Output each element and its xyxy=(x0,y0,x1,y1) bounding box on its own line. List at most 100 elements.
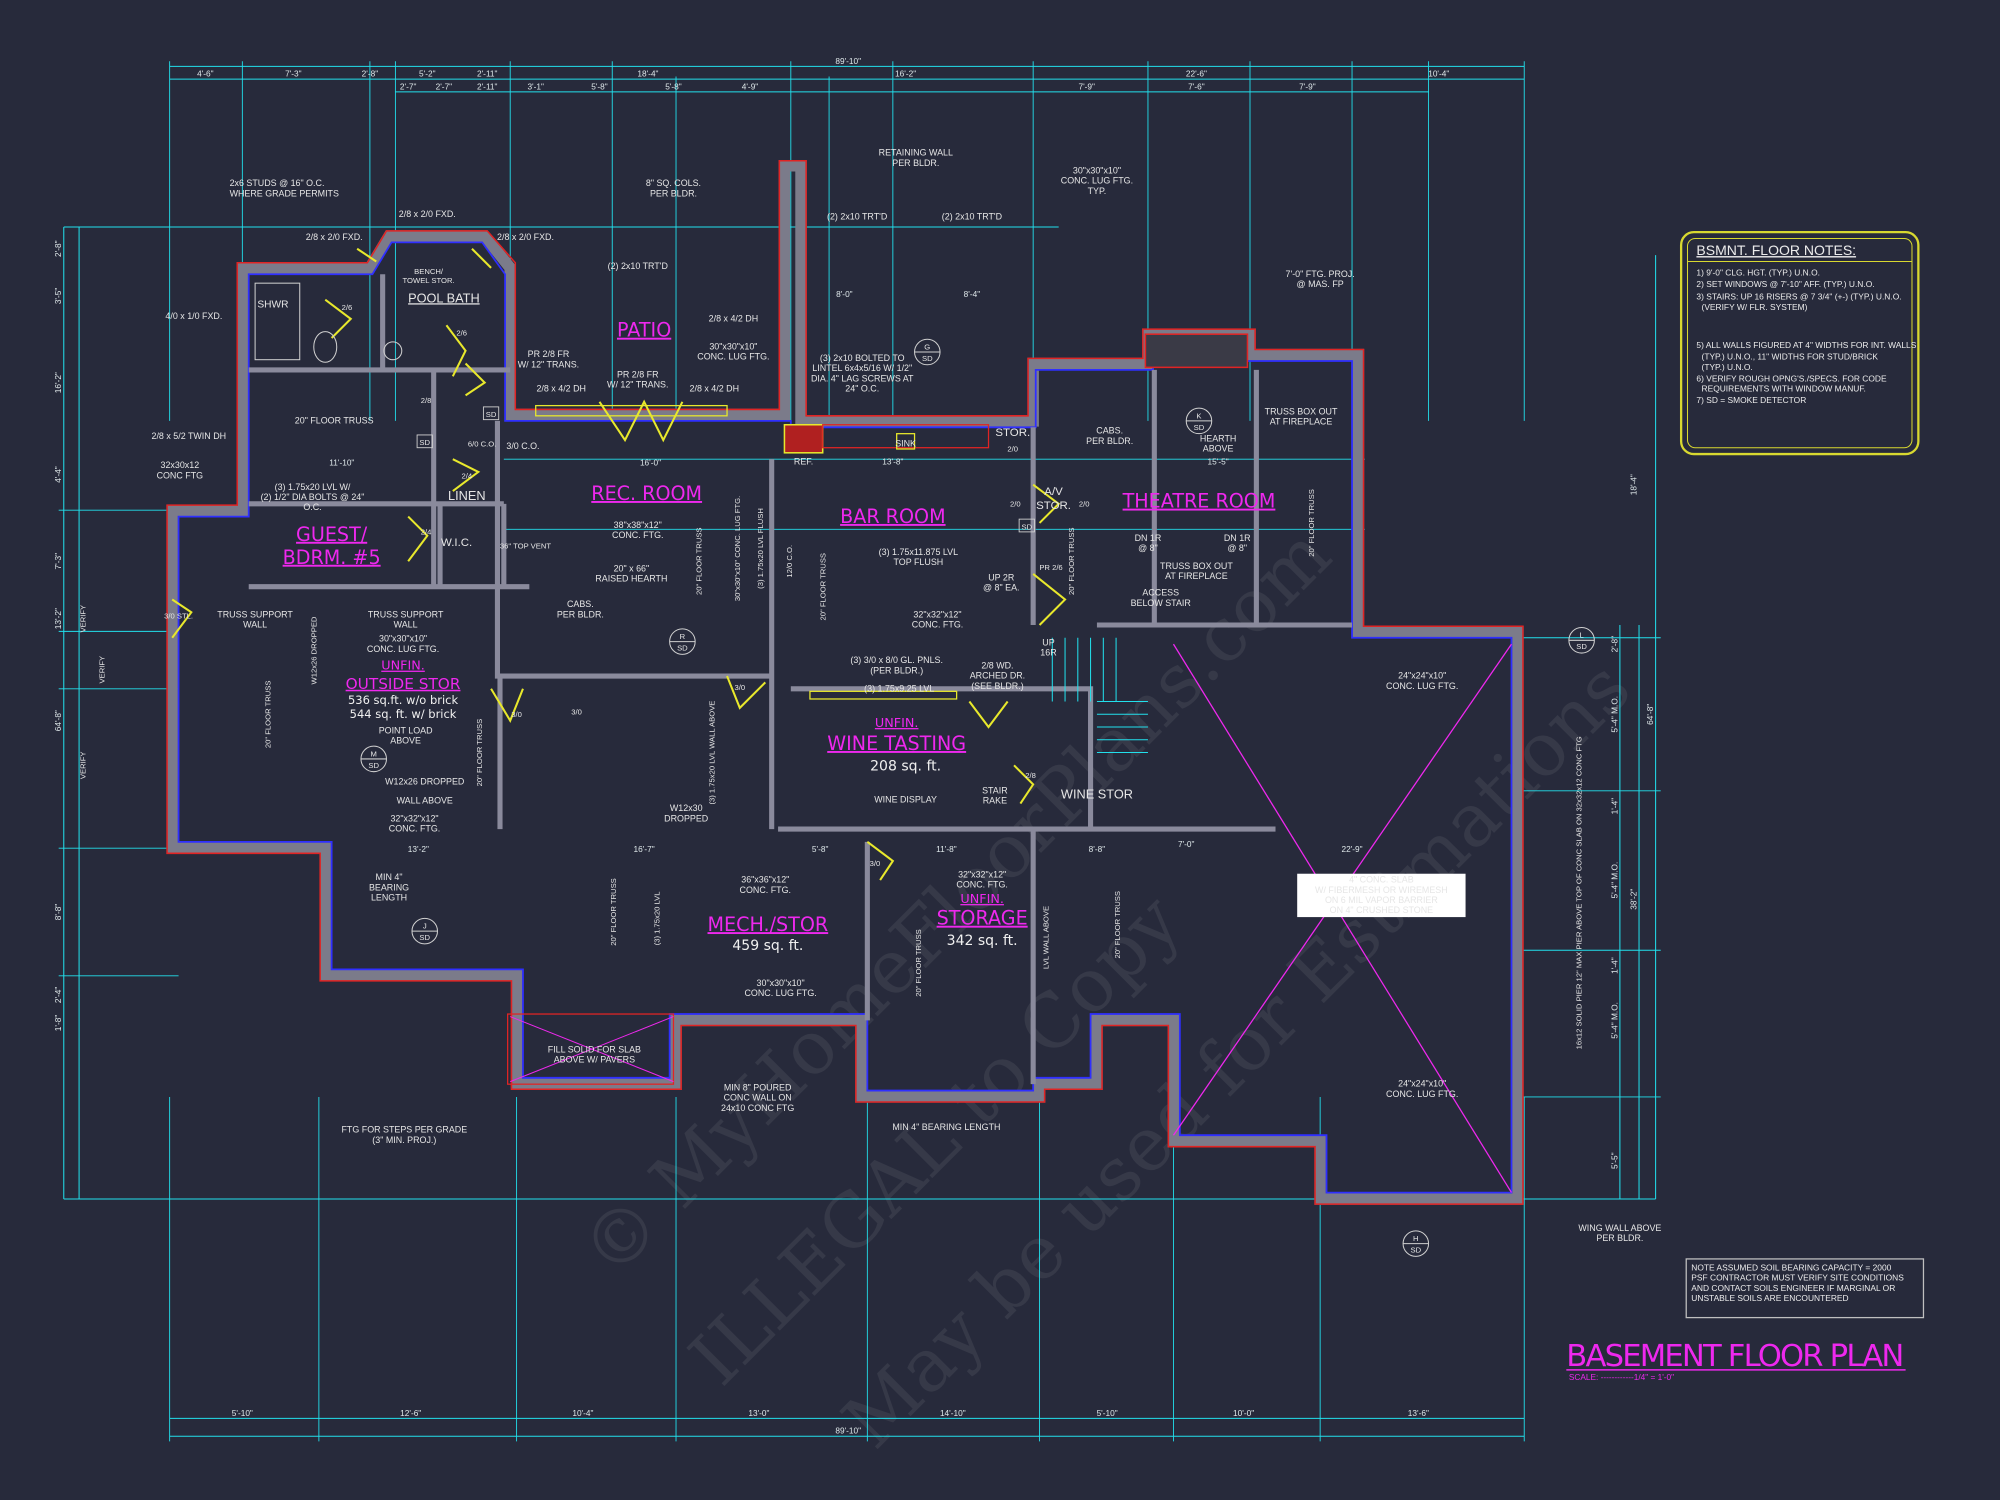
dimension-label: 7'-6" xyxy=(1188,81,1205,91)
vertical-label: LVL WALL ABOVE xyxy=(1041,906,1050,969)
annotation-line: REF. xyxy=(794,456,813,466)
annotation: 7'-0" FTG. PROJ.@ MAS. FP xyxy=(1286,269,1355,289)
annotation-line: WHERE GRADE PERMITS xyxy=(230,188,339,198)
dimension-label: 16'-0" xyxy=(640,458,661,468)
annotation-line: PER BLDR. xyxy=(650,188,697,198)
annotation: 2/8 x 2/0 FXD. xyxy=(306,232,363,242)
annotation-line: CONC. LUG FTG. xyxy=(1061,176,1133,186)
annotation-line: W/ 12" TRANS. xyxy=(518,359,579,369)
door-tag: 6/0 C.O. xyxy=(468,439,496,448)
dimension-label: 2'-11" xyxy=(477,81,498,91)
dimension-label: 16'-2" xyxy=(53,372,63,393)
dimension-label: 5'-4" M.O. xyxy=(1609,1002,1619,1039)
dimension-label: 38'-2" xyxy=(1628,889,1638,910)
annotation-line: (3) 1.75x20 LVL W/ xyxy=(275,482,351,492)
annotation-line: ABOVE xyxy=(1203,444,1234,454)
dimension-label: 11'-8" xyxy=(936,844,957,854)
walls xyxy=(166,159,1524,1205)
dimension-label: 13'-8" xyxy=(882,456,903,466)
annotation-line: (3) 1.75x11.875 LVL xyxy=(879,547,958,557)
annotation: 2/8 x 5/2 TWIN DH xyxy=(151,431,226,441)
marker-sub: SD xyxy=(677,644,688,653)
annotation: 3/0 C.O. xyxy=(506,441,539,451)
annotation-line: 2/8 WD. xyxy=(981,660,1013,670)
annotation-line: ACCESS xyxy=(1142,588,1179,598)
annotation-line: CABS. xyxy=(567,599,594,609)
annotation-line: (SEE BLDR.) xyxy=(971,681,1023,691)
dimension-label: 7'-9" xyxy=(1078,81,1095,91)
dimension-label: 5'-4" M.O. xyxy=(1609,862,1619,899)
annotation: 32"x32"x12"CONC. FTG. xyxy=(912,609,963,629)
room-prefix: UNFIN. xyxy=(960,892,1004,907)
annotation-line: HEARTH xyxy=(1200,433,1236,443)
vertical-label: 16x12 SOLID PIER 12" MAX PIER ABOVE TOP … xyxy=(1575,736,1584,1049)
dimension-overall: 89'-10" xyxy=(835,1426,861,1436)
vertical-label: (3) 1.75x20 LVL xyxy=(652,891,661,945)
door-swings xyxy=(171,247,1067,881)
room-label-patio: PATIO xyxy=(617,319,671,342)
annotation-line: DIA. 4" LAG SCREWS AT xyxy=(811,373,914,383)
annotation-line: ON 6 MIL VAPOR BARRIER xyxy=(1325,895,1438,905)
annotation-line: W12x30 xyxy=(670,803,703,813)
section-marker: GSD xyxy=(914,338,941,366)
fireplace-hearth xyxy=(1144,333,1249,369)
annotation-line: (3) 3/0 x 8/0 GL. PNLS. xyxy=(850,655,943,665)
room-area: 544 sq. ft. w/ brick xyxy=(350,707,457,721)
annotation: 20" FLOOR TRUSS xyxy=(295,415,374,425)
annotation-line: STAIR xyxy=(982,785,1008,795)
floor-notes-box: BSMNT. FLOOR NOTES: 1) 9'-0" CLG. HGT. (… xyxy=(1679,230,1920,456)
annotation-line: PR 2/8 FR xyxy=(617,370,659,380)
room-label-storage: STORAGE xyxy=(937,907,1028,930)
door-tag: 3/0 xyxy=(511,710,522,719)
annotation-line: 24" O.C. xyxy=(845,384,879,394)
room-label-theatre-room: THEATRE ROOM xyxy=(1122,490,1276,513)
annotation-line: 24x10 CONC FTG xyxy=(721,1103,794,1113)
dimension-label: 2'-8" xyxy=(53,240,63,257)
annotation: 24"x24"x10"CONC. LUG FTG. xyxy=(1386,1079,1458,1099)
dimension-label: 2'-4" xyxy=(53,987,63,1004)
room-label-wic: W.I.C. xyxy=(441,537,472,549)
annotation-line: 30"x30"x10" xyxy=(709,341,757,351)
annotation: 38"x38"x12"CONC. FTG. xyxy=(612,520,663,540)
dimension-label: 5'-8" xyxy=(665,81,682,91)
annotation: (3) 1.75x20 LVL W/(2) 1/2" DIA BOLTS @ 2… xyxy=(261,482,365,512)
room-prefix: UNFIN. xyxy=(875,716,919,731)
shower xyxy=(254,282,301,361)
dimension-label: 3'-1" xyxy=(527,81,544,91)
smoke-detector-icon xyxy=(416,434,433,449)
annotation-line: CONC. FTG. xyxy=(956,880,1007,890)
soil-note-line: UNSTABLE SOILS ARE ENCOUNTERED xyxy=(1691,1293,1848,1303)
vertical-label: (3) 1.75x20 LVL FLUSH xyxy=(756,508,765,589)
annotation-line: SINK xyxy=(895,438,916,448)
door-tag: 2/0 xyxy=(1079,499,1090,508)
annotation: CABS.PER BLDR. xyxy=(1086,426,1133,446)
marker-sub: SD xyxy=(922,354,933,363)
door-tag: 2/6 xyxy=(342,303,353,312)
annotation-line: 2/8 x 4/2 DH xyxy=(709,313,759,323)
dimension-label: 4'-4" xyxy=(53,466,63,483)
annotation-line: DN 1R xyxy=(1224,533,1251,543)
dimension-label: 8'-0" xyxy=(836,289,853,299)
dimension-label: 64'-8" xyxy=(53,710,63,731)
annotation-line: WING WALL ABOVE xyxy=(1578,1223,1661,1233)
vertical-label: 20" FLOOR TRUSS xyxy=(1067,527,1076,595)
room-area: 342 sq. ft. xyxy=(947,933,1018,949)
marker-letter: L xyxy=(1580,631,1584,640)
marker-letter: R xyxy=(680,632,686,641)
vertical-label: 20" FLOOR TRUSS xyxy=(263,681,272,749)
annotation-line: @ MAS. FP xyxy=(1297,279,1344,289)
dimension-label: 5'-4" M.O. xyxy=(1609,696,1619,733)
annotation-line: POINT LOAD xyxy=(379,725,433,735)
dimension-label: 16'-7" xyxy=(634,844,655,854)
annotation-line: 32"x32"x12" xyxy=(390,813,438,823)
annotation-line: 24"x24"x10" xyxy=(1398,671,1446,681)
annotation: 24"x24"x10"CONC. LUG FTG. xyxy=(1386,671,1458,691)
marker-sub: SD xyxy=(1411,1246,1422,1255)
